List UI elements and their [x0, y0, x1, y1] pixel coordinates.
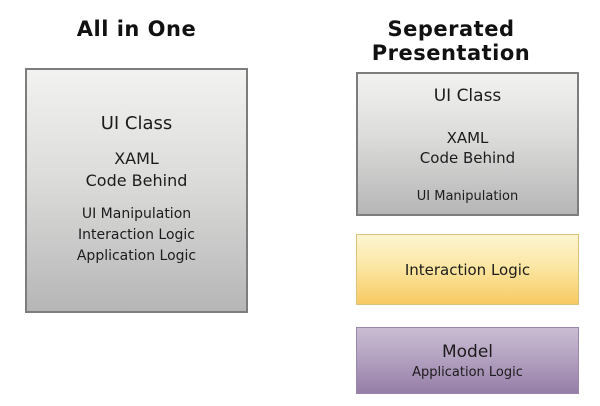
model-box: Model Application Logic [356, 327, 579, 394]
all-in-one-ui-class-label: UI Class [100, 113, 173, 134]
interaction-logic-box: Interaction Logic [356, 234, 579, 305]
separated-presentation-title: Seperated Presentation [371, 17, 531, 65]
all-in-one-title: All in One [76, 17, 197, 41]
view-ui-class-label: UI Class [433, 86, 502, 106]
all-in-one-application-logic-label: Application Logic [76, 248, 197, 264]
all-in-one-ui-manipulation-label: UI Manipulation [81, 206, 192, 222]
view-xaml-label: XAML [446, 129, 489, 147]
interaction-logic-label: Interaction Logic [404, 260, 531, 279]
model-title-label: Model [441, 341, 494, 362]
ui-class-box: UI Class XAML Code Behind UI Manipulatio… [356, 72, 579, 216]
view-ui-manipulation-label: UI Manipulation [416, 189, 519, 204]
all-in-one-xaml-label: XAML [114, 149, 159, 168]
view-code-behind-label: Code Behind [419, 149, 516, 167]
all-in-one-box: UI Class XAML Code Behind UI Manipulatio… [25, 68, 248, 313]
model-application-logic-label: Application Logic [412, 364, 523, 380]
all-in-one-code-behind-label: Code Behind [85, 171, 188, 190]
all-in-one-interaction-logic-label: Interaction Logic [78, 227, 195, 243]
